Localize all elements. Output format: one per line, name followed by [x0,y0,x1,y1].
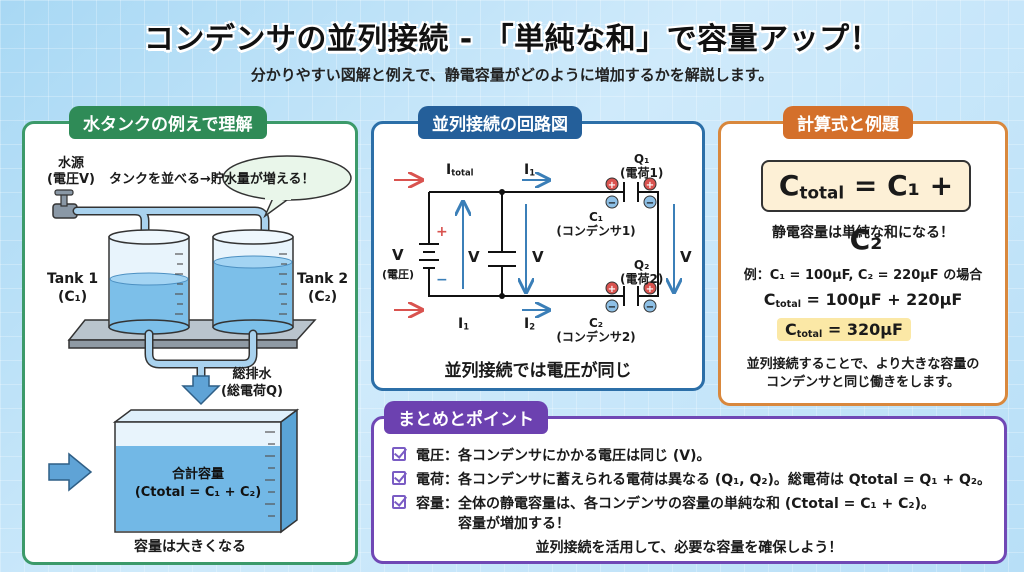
q1-label: Q₁ [633,152,650,166]
battery-icon [419,243,439,269]
inlet-pipe [72,206,270,237]
svg-text:+: + [608,180,616,191]
tank1-label: Tank 1 [47,271,99,287]
q2-label: Q₂ [633,258,650,272]
summary-item: 電荷：各コンデンサに蓄えられる電荷は異なる (Q₁, Q₂)。総電荷は Qtot… [392,469,991,489]
formula-box: Ctotal = C₁ + C₂ [761,160,971,256]
summary-closing: 並列接続を活用して、必要な容量を確保しよう！ [535,540,843,556]
faucet-icon [52,189,78,219]
i-total-label: Itotal [446,162,474,178]
c1-sublabel: (コンデンサ1) [556,224,636,238]
circuit-diagram: + + − − + + − − [394,124,702,388]
i1-label-bottom: I1 [458,316,470,332]
right-arrow-icon [48,452,93,492]
tank2-label: Tank 2 [297,271,349,287]
total-capacity-label: 合計容量 [171,467,224,482]
panel-tag: まとめとポイント [384,401,548,434]
svg-text:+: + [646,284,654,295]
tank1-sublabel: (C₁) [57,289,88,305]
circuit-caption: 並列接続では電圧が同じ [444,361,632,381]
tank-1 [108,229,190,335]
q2-sublabel: (電荷2) [620,272,664,286]
svg-text:−: − [608,198,616,209]
c2-label: C₂ [588,316,604,330]
summary-item: 電圧：各コンデンサにかかる電圧は同じ (V)。 [392,445,711,465]
calc-result: Ctotal = 320μF [777,318,911,341]
water-tank-panel: 水タンクの例えで理解 [22,106,358,565]
tank-caption: 容量は大きくなる [134,539,246,555]
drain-sublabel: (総電荷Q) [221,384,283,399]
checkbox-icon [392,447,406,461]
panel-tag: 並列接続の回路図 [418,106,582,139]
svg-text:+: + [646,180,654,191]
battery-minus: − [436,272,448,288]
tank-2 [212,229,294,335]
battery-plus: + [436,224,448,240]
i1-label-top: I1 [524,162,536,178]
source-sublabel: (電圧V) [47,172,95,187]
calc-note: コンデンサと同じ働きをします。 [766,375,960,390]
circuit-wires [428,182,659,306]
summary-item: 容量：全体の静電容量は、各コンデンサの容量の単純な和 (Ctotal = C₁ … [392,493,935,533]
total-capacity-formula: (Ctotal = C₁ + C₂) [134,485,262,500]
panel-tag: 水タンクの例えで理解 [69,106,267,139]
drain-label: 総排水 [232,367,272,382]
calc-step: Ctotal = 100μF + 220μF [763,290,963,310]
total-tank [112,408,300,534]
checkbox-icon [392,471,406,485]
tank2-sublabel: (C₂) [307,289,338,305]
source-label: 水源 [57,156,84,171]
battery-voltage-label: V [392,246,404,264]
formula-note: 静電容量は単純な和になる！ [772,225,954,241]
summary-panel: まとめとポイント 電圧：各コンデンサにかかる電圧は同じ (V)。 電荷：各コンデ… [371,401,1007,564]
panel-tag: 計算式と例題 [783,106,913,139]
bubble-text: タンクを並べる→貯水量が増える！ [109,172,315,187]
page-title: コンデンサの並列接続 - 「単純な和」で容量アップ！ [143,22,881,57]
page-subtitle: 分かりやすい図解と例えで、静電容量がどのように増加するかを解説します。 [250,66,774,84]
svg-text:−: − [646,302,654,313]
calculation-panel: 計算式と例題 Ctotal = C₁ + C₂ 静電容量は単純な和になる！ 例：… [718,106,1008,406]
checkbox-icon [392,495,406,509]
svg-text:−: − [646,198,654,209]
voltage-label: V [468,248,480,266]
voltage-label: V [532,248,544,266]
q1-sublabel: (電荷1) [620,166,664,180]
example-text: 例：C₁ = 100μF, C₂ = 220μF の場合 [743,268,983,283]
c1-label: C₁ [588,210,604,224]
svg-text:−: − [608,302,616,313]
circuit-panel: 並列接続の回路図 + + − − + + [371,106,705,391]
c2-sublabel: (コンデンサ2) [556,330,636,344]
battery-voltage-sub: (電圧) [382,268,415,281]
voltage-label: V [680,248,692,266]
water-tank-illustration [48,155,352,534]
svg-text:+: + [608,284,616,295]
i2-label: I2 [524,316,536,332]
down-arrow-icon [181,375,221,406]
calc-note: 並列接続することで、より大きな容量の [746,357,980,372]
